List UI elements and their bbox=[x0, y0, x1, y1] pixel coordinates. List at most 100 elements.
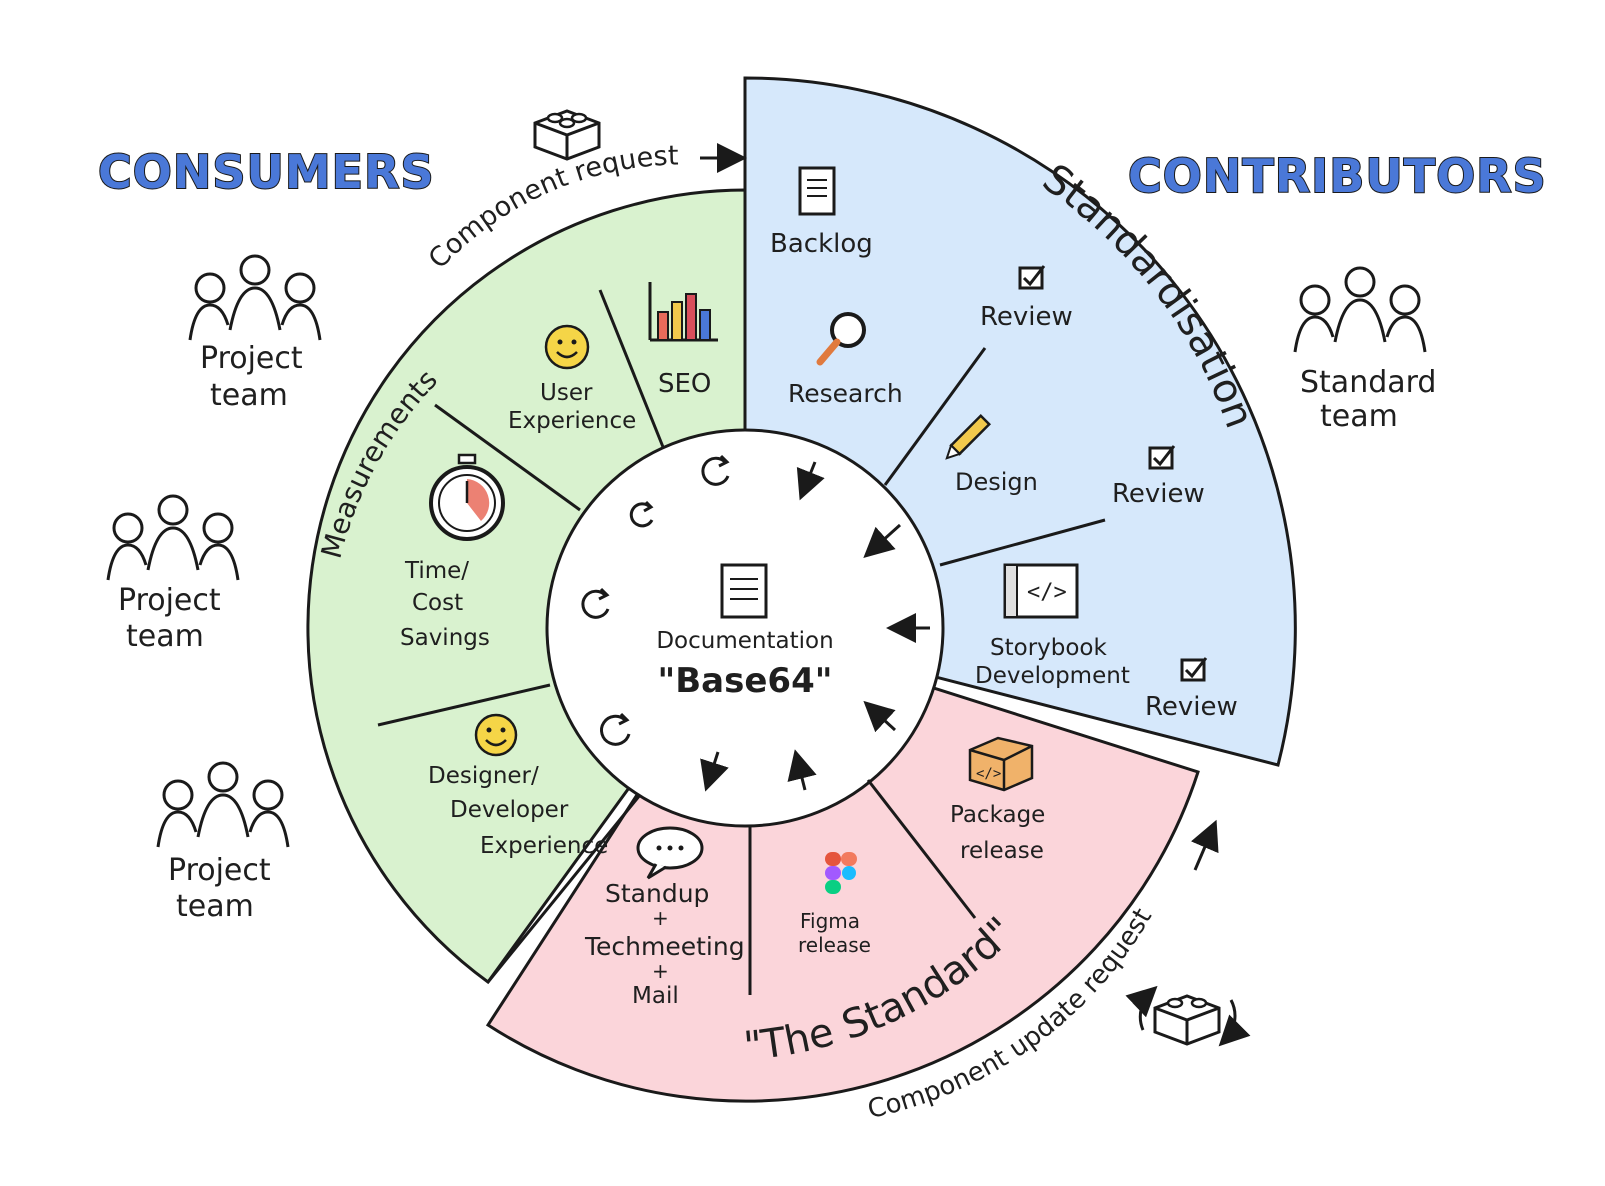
people-icon bbox=[156, 761, 290, 848]
project-team-2-line2: team bbox=[126, 619, 204, 654]
project-team-1-line1: Project bbox=[200, 341, 303, 376]
bar-chart-icon bbox=[648, 282, 718, 342]
user-experience-line2: Experience bbox=[508, 408, 636, 434]
segment-backlog: Backlog bbox=[770, 166, 873, 259]
seo-label: SEO bbox=[658, 369, 711, 399]
segment-package-release: </> Package release bbox=[950, 736, 1045, 864]
magnifier-icon bbox=[816, 312, 866, 366]
segment-research: Research bbox=[788, 312, 903, 408]
review-3-label: Review bbox=[1145, 692, 1238, 722]
segment-figma-release: Figma release bbox=[798, 852, 871, 957]
checkbox-icon bbox=[1180, 657, 1208, 682]
communication-line1: Standup bbox=[605, 879, 709, 908]
refresh-icon bbox=[629, 500, 654, 528]
designer-dev-line3: Experience bbox=[480, 833, 608, 859]
arrow-in-icon bbox=[700, 751, 729, 792]
segment-review-3: Review bbox=[1145, 657, 1238, 722]
divider-research bbox=[883, 347, 987, 486]
review-2-label: Review bbox=[1112, 479, 1205, 509]
review-1-label: Review bbox=[980, 302, 1073, 332]
smiley-icon bbox=[544, 324, 590, 370]
project-team-3-line2: team bbox=[176, 889, 254, 924]
designer-dev-line2: Developer bbox=[450, 797, 569, 823]
stopwatch-icon bbox=[429, 453, 505, 541]
people-icon bbox=[106, 494, 240, 581]
segment-review-1: Review bbox=[980, 265, 1073, 332]
project-team-3: Project team bbox=[156, 761, 290, 924]
standard-team-line2: team bbox=[1320, 399, 1398, 434]
arrow-in-icon bbox=[863, 523, 902, 559]
consumers-sector bbox=[306, 188, 747, 985]
segment-user-experience: User Experience bbox=[508, 324, 636, 434]
lego-brick-icon bbox=[533, 109, 601, 161]
package-release-line2: release bbox=[960, 838, 1044, 864]
figma-release-line1: Figma bbox=[800, 909, 860, 933]
storybook-line2: Development bbox=[975, 663, 1130, 689]
divider-green-pink bbox=[486, 794, 642, 983]
divider-package bbox=[866, 779, 977, 919]
segment-review-2: Review bbox=[1112, 445, 1205, 509]
storybook-line1: Storybook bbox=[990, 635, 1108, 661]
design-label: Design bbox=[955, 468, 1038, 496]
segment-time-cost-savings: Time/ Cost Savings bbox=[400, 453, 505, 651]
pencil-icon bbox=[945, 413, 992, 460]
figma-release-line2: release bbox=[798, 933, 871, 957]
divider-ux bbox=[434, 403, 581, 512]
figma-logo-icon bbox=[825, 852, 857, 894]
divider-design bbox=[939, 518, 1106, 567]
communication-line4: + bbox=[652, 959, 669, 983]
people-icon bbox=[188, 254, 322, 341]
standard-team: Standard team bbox=[1293, 266, 1436, 434]
backlog-label: Backlog bbox=[770, 229, 873, 259]
consumers-title: CONSUMERS bbox=[98, 145, 435, 199]
time-cost-line3: Savings bbox=[400, 625, 490, 651]
project-team-3-line1: Project bbox=[168, 853, 271, 888]
contributors-title: CONTRIBUTORS bbox=[1128, 149, 1547, 203]
package-box-icon: </> bbox=[968, 736, 1034, 792]
user-experience-line1: User bbox=[540, 380, 593, 406]
project-team-2: Project team bbox=[106, 494, 240, 654]
center-document-icon bbox=[720, 563, 768, 619]
smiley-icon bbox=[474, 713, 518, 757]
segment-designer-developer-experience: Designer/ Developer Experience bbox=[428, 713, 608, 859]
document-icon bbox=[798, 166, 836, 216]
refresh-icon bbox=[701, 454, 730, 486]
arrow-in-icon bbox=[796, 461, 825, 501]
designer-dev-line1: Designer/ bbox=[428, 763, 539, 789]
communication-line5: Mail bbox=[632, 983, 679, 1009]
divider-seo bbox=[598, 289, 665, 448]
project-team-2-line1: Project bbox=[118, 583, 221, 618]
center-circle bbox=[545, 428, 945, 828]
refresh-icon bbox=[581, 587, 610, 619]
people-icon bbox=[1293, 266, 1427, 353]
lego-brick-update-icon bbox=[1125, 985, 1251, 1047]
segment-design: Design bbox=[945, 413, 1038, 496]
svg-text:</>: </> bbox=[976, 766, 1001, 782]
project-team-1: Project team bbox=[188, 254, 322, 413]
communication-line2: + bbox=[652, 906, 669, 930]
time-cost-line1: Time/ bbox=[404, 558, 469, 584]
project-team-1-line2: team bbox=[210, 378, 288, 413]
svg-text:</>: </> bbox=[1027, 580, 1067, 605]
center-line1: Documentation bbox=[656, 628, 833, 654]
segment-storybook: </> Storybook Development bbox=[975, 563, 1130, 689]
code-window-icon: </> bbox=[1003, 563, 1079, 619]
arrow-out-icon bbox=[787, 749, 817, 791]
refresh-icon bbox=[600, 712, 631, 746]
research-label: Research bbox=[788, 379, 903, 408]
center-line2: "Base64" bbox=[658, 661, 833, 701]
arrow-out-icon bbox=[863, 700, 897, 733]
standard-team-line1: Standard bbox=[1300, 365, 1436, 400]
segment-seo: SEO bbox=[648, 282, 718, 399]
package-release-line1: Package bbox=[950, 802, 1045, 828]
component-update-arrow bbox=[1190, 819, 1219, 871]
speech-bubble-icon bbox=[636, 826, 704, 880]
time-cost-line2: Cost bbox=[412, 590, 463, 616]
checkbox-icon bbox=[1148, 445, 1176, 470]
communication-line3: Techmeeting bbox=[584, 932, 745, 961]
divider-time bbox=[377, 683, 551, 727]
segment-communication: Standup + Techmeeting + Mail bbox=[584, 826, 745, 1009]
checkbox-icon bbox=[1018, 265, 1046, 290]
